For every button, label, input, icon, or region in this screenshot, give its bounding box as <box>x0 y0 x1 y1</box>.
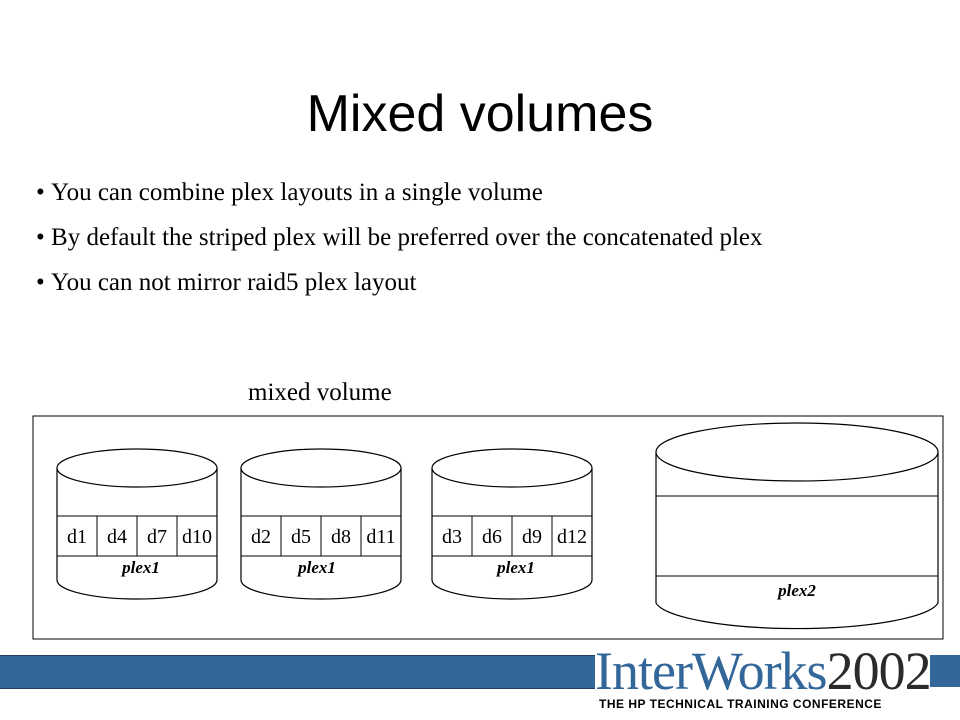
plex-label: plex1 <box>296 558 336 577</box>
disk-label: d5 <box>291 526 311 548</box>
logo-name: InterWorks <box>595 641 828 701</box>
slide-title: Mixed volumes <box>306 85 654 143</box>
disk-label: d7 <box>147 526 167 548</box>
disk-label: d8 <box>331 526 351 548</box>
volume-frame <box>32 415 944 640</box>
disk-label: d6 <box>482 526 502 548</box>
bullet-list: You can combine plex layouts in a single… <box>30 178 930 313</box>
disk-label: d2 <box>251 526 271 548</box>
diagram-caption: mixed volume <box>248 379 392 406</box>
striped-plex-cylinder: d2 d5 d8 d11 plex1 <box>240 448 402 600</box>
logo-wordmark: InterWorks2002 <box>595 644 932 698</box>
bullet-item: By default the striped plex will be pref… <box>30 223 930 253</box>
concat-plex-cylinder: plex2 <box>655 422 939 630</box>
plex-label: plex2 <box>776 581 816 600</box>
bullet-item: You can not mirror raid5 plex layout <box>30 268 930 298</box>
striped-plex-cylinder: d1 d4 d7 d10 plex1 <box>56 448 218 600</box>
plex-label: plex1 <box>120 558 160 577</box>
interworks-logo: InterWorks2002 THE HP TECHNICAL TRAINING… <box>595 644 932 715</box>
plex-label: plex1 <box>495 558 535 577</box>
disk-label: d9 <box>522 526 542 548</box>
disk-label: d10 <box>182 526 212 548</box>
footer-bar <box>0 655 595 689</box>
bullet-item: You can combine plex layouts in a single… <box>30 178 930 208</box>
disk-label: d12 <box>557 526 587 548</box>
disk-label: d1 <box>67 526 87 548</box>
disk-label: d3 <box>442 526 462 548</box>
footer-bar-end <box>930 655 960 687</box>
disk-label: d4 <box>107 526 127 548</box>
striped-plex-cylinder: d3 d6 d9 d12 plex1 <box>431 448 593 600</box>
logo-year: 2002 <box>826 641 932 701</box>
logo-tagline: THE HP TECHNICAL TRAINING CONFERENCE <box>599 697 882 711</box>
disk-label: d11 <box>366 526 395 548</box>
